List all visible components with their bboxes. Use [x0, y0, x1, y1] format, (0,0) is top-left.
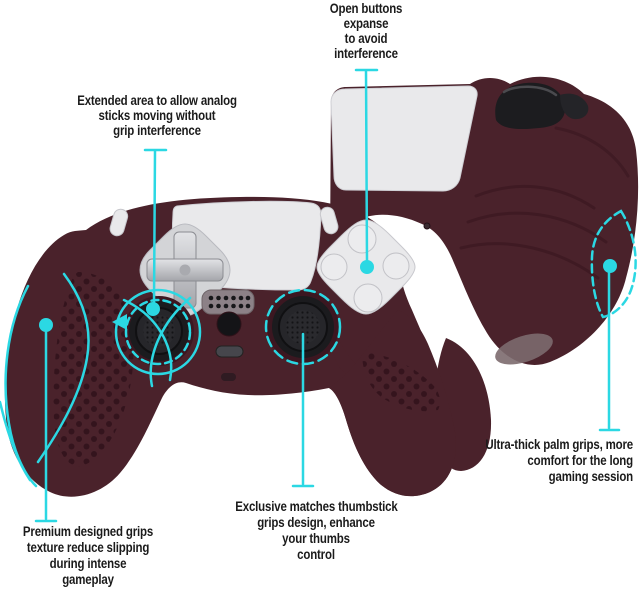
- create-button: [109, 208, 129, 237]
- callout-dot: [39, 318, 53, 332]
- annotation-line: expanse: [343, 16, 389, 31]
- angled-white-panel: [330, 85, 478, 192]
- left-stick-motion-circle: [114, 288, 202, 376]
- grip-contour-line: [0, 400, 32, 482]
- shoulder-button: [495, 82, 565, 130]
- callout-open-buttons: [354, 68, 379, 274]
- left-stick-motion-arc: [149, 296, 192, 388]
- angled-swirl-groove: [466, 211, 608, 244]
- speaker-grille: [201, 289, 255, 315]
- annotation-line: gaming session: [548, 469, 634, 484]
- callout-line: [152, 149, 157, 305]
- grip-contour-line: [36, 272, 90, 464]
- left-stick-dashed-circle: [124, 298, 192, 366]
- annotation-line: interference: [334, 46, 398, 61]
- callout-dot: [146, 302, 160, 316]
- annotation-line: sticks moving without: [98, 108, 216, 123]
- front-left-grip-dimples: [53, 272, 134, 467]
- front-right-grip: [329, 310, 456, 497]
- annotation-open-buttons: Open buttons expanse to avoid interferen…: [298, 1, 434, 61]
- annotation-line: grips design, enhance: [257, 515, 375, 530]
- callout-line: [364, 69, 369, 264]
- callout-grip-texture: [34, 318, 58, 523]
- annotation-line: to avoid: [344, 31, 388, 46]
- speaker-holes: [208, 295, 251, 309]
- annotation-line: Extended area to allow analog: [77, 93, 237, 108]
- angled-swirl-groove: [474, 184, 596, 210]
- right-thumbstick: [267, 291, 339, 363]
- annotation-line: Exclusive matches thumbstick: [235, 499, 398, 514]
- annotation-line: control: [297, 547, 335, 562]
- annotation-line: texture reduce slipping: [26, 540, 150, 555]
- options-button: [319, 206, 339, 235]
- angled-swirl-groove: [459, 242, 600, 280]
- annotation-line: comfort for the long: [527, 453, 633, 468]
- callout-palm-grips: [598, 259, 621, 432]
- shoulder-button-highlight: [502, 85, 558, 97]
- annotation-line: your thumbs: [282, 531, 350, 546]
- callout-thumbstick-grips: [291, 332, 315, 488]
- annotation-grip-texture: Premium designed grips texture reduce sl…: [16, 524, 161, 588]
- callout-dot: [603, 259, 617, 273]
- face-button-left: [320, 253, 348, 281]
- annotation-line: Ultra-thick palm grips, more: [485, 437, 633, 452]
- annotation-line: Open buttons: [329, 1, 403, 16]
- angled-swirl-groove: [554, 126, 630, 178]
- annotation-palm-grips: Ultra-thick palm grips, more comfort for…: [472, 437, 634, 485]
- mic-button: [215, 345, 244, 358]
- annotation-line: Premium designed grips: [22, 524, 154, 539]
- front-right-grip-dimples: [362, 352, 440, 412]
- right-stick-texture: [286, 310, 320, 344]
- annotation-line: during intense: [49, 556, 127, 571]
- callout-dot: [360, 260, 374, 274]
- annotation-line: grip interference: [113, 123, 201, 138]
- annotation-thumbstick-grips: Exclusive matches thumbstick grips desig…: [235, 499, 398, 563]
- face-button-right: [382, 252, 410, 280]
- cyan-annotations: [0, 68, 637, 523]
- ps-button: [216, 311, 242, 337]
- annotation-line: gameplay: [62, 572, 114, 587]
- face-button-top: [347, 224, 377, 254]
- grip-tip-patch: [495, 333, 553, 365]
- palm-grip-dashed-leaf: [590, 209, 637, 319]
- left-stick-arrowhead-icon: [112, 314, 127, 330]
- dpad-center: [179, 264, 191, 276]
- shoulder-button-secondary: [560, 93, 589, 120]
- mic-hole: [423, 222, 431, 230]
- face-button-bottom: [353, 283, 383, 313]
- callout-extended-area: [143, 148, 168, 316]
- annotation-extended-area: Extended area to allow analog sticks mov…: [68, 93, 247, 138]
- headset-jack-slot: [221, 373, 236, 381]
